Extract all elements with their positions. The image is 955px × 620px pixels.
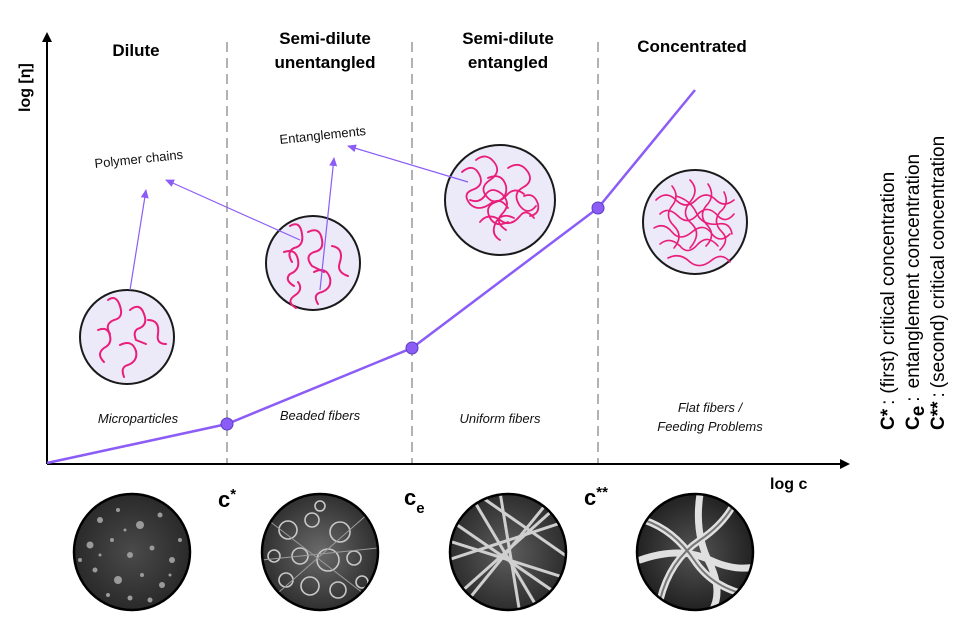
sem-beaded-fibers <box>260 492 380 612</box>
viscosity-curve <box>46 89 696 465</box>
legend-c-star-star: C**:(second) critical concentration <box>928 136 949 430</box>
concentrated-chain-circle <box>642 169 748 275</box>
regime-title-semi-dilute-entangled-2: entangled <box>468 53 548 72</box>
y-axis-label: log [η] <box>17 63 34 112</box>
morphology-concentrated-1: Flat fibers / <box>678 400 744 415</box>
arrow-unentangled-to-entanglements <box>319 157 338 291</box>
entanglements-label: Entanglements <box>279 123 367 147</box>
arrow-entangled-to-entanglements <box>347 144 469 183</box>
x-axis-label: log c <box>770 476 807 493</box>
marker-c-star: c* <box>218 486 236 512</box>
marker-c-star-star: c** <box>584 484 608 510</box>
regime-dividers <box>226 42 599 465</box>
legend-c-e: Ce:entanglement concentration <box>903 154 929 430</box>
regime-title-semi-dilute-unentangled-2: unentangled <box>274 53 375 72</box>
polymer-chains-label: Polymer chains <box>94 147 184 171</box>
point-c-e <box>405 341 419 355</box>
unentangled-chain-circle <box>265 215 361 311</box>
axes: log [η] log c <box>17 32 850 493</box>
morphology-unentangled: Beaded fibers <box>280 408 361 423</box>
regime-title-concentrated: Concentrated <box>637 37 747 56</box>
point-c-star <box>220 417 234 431</box>
chain-illustrations <box>79 144 748 385</box>
dilute-chain-circle <box>79 289 175 385</box>
entangled-chain-circle <box>444 144 556 256</box>
morphology-entangled: Uniform fibers <box>460 411 541 426</box>
sem-uniform-fibers <box>448 492 568 612</box>
regime-titles: Dilute Semi-dilute unentangled Semi-dilu… <box>112 29 746 72</box>
regime-title-semi-dilute-unentangled-1: Semi-dilute <box>279 29 371 48</box>
morphology-concentrated-2: Feeding Problems <box>657 419 763 434</box>
legend: C*:(first) critical concentration Ce:ent… <box>878 136 949 430</box>
morphology-labels: Microparticles Beaded fibers Uniform fib… <box>98 400 763 434</box>
critical-markers: c* ce c** <box>218 484 608 517</box>
sem-images <box>72 492 755 612</box>
sem-microparticles <box>72 492 192 612</box>
sem-flat-fibers <box>635 492 755 612</box>
legend-c-star: C*:(first) critical concentration <box>878 172 899 430</box>
regime-title-semi-dilute-entangled-1: Semi-dilute <box>462 29 554 48</box>
point-c-star-star <box>591 201 605 215</box>
arrow-unentangled-to-polymer-chains <box>165 179 301 241</box>
morphology-dilute: Microparticles <box>98 411 179 426</box>
marker-c-e: ce <box>404 485 425 517</box>
arrow-dilute-to-polymer-chains <box>129 189 149 291</box>
regime-title-dilute: Dilute <box>112 41 159 60</box>
